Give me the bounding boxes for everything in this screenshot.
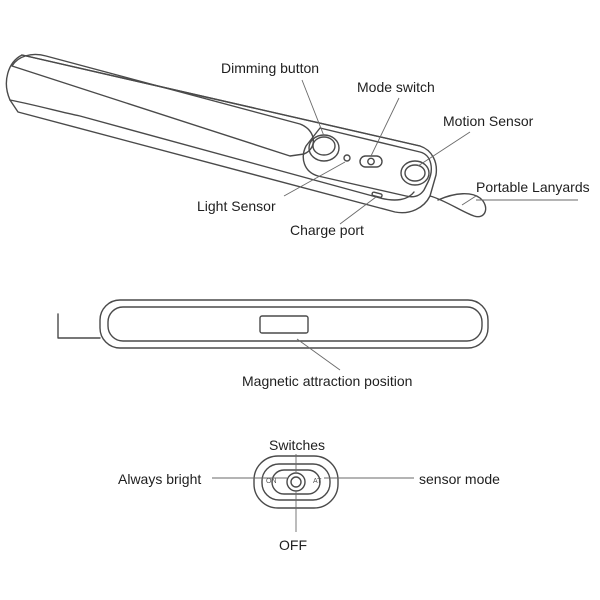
label-light-sensor: Light Sensor bbox=[197, 198, 276, 214]
label-magnetic-attraction: Magnetic attraction position bbox=[242, 373, 413, 389]
label-off: OFF bbox=[279, 537, 307, 553]
label-sensor-mode: sensor mode bbox=[419, 471, 500, 487]
switch-mark-auto: AT bbox=[313, 478, 322, 485]
switch-mark-on: ON bbox=[266, 478, 277, 485]
light-bar-flat bbox=[57, 299, 489, 349]
lanyard-shape bbox=[429, 193, 487, 218]
light-sensor-dot bbox=[343, 154, 351, 162]
label-mode-switch: Mode switch bbox=[357, 79, 435, 95]
label-charge-port: Charge port bbox=[290, 222, 364, 238]
mode-switch-shape[interactable] bbox=[359, 155, 383, 168]
motion-sensor-shape bbox=[400, 160, 430, 186]
label-switches: Switches bbox=[269, 437, 326, 453]
label-motion-sensor: Motion Sensor bbox=[443, 113, 534, 129]
light-bar-angled bbox=[5, 53, 438, 214]
label-portable-lanyards: Portable Lanyards bbox=[476, 179, 590, 195]
leader-lines bbox=[212, 79, 578, 532]
magnetic-pad-shape bbox=[259, 315, 309, 334]
charge-port-shape bbox=[371, 191, 383, 199]
dimming-button-shape[interactable] bbox=[308, 134, 340, 162]
label-always-bright: Always bright bbox=[118, 471, 202, 487]
control-panel bbox=[302, 127, 432, 198]
label-dimming-button: Dimming button bbox=[221, 60, 320, 76]
